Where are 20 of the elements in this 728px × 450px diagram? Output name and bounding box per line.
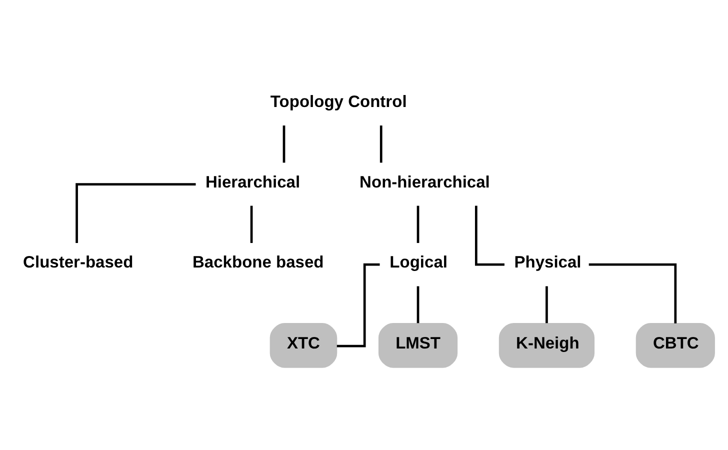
node-text: Non-hierarchical bbox=[360, 172, 490, 192]
node-text: Physical bbox=[514, 252, 582, 272]
connector bbox=[588, 263, 677, 324]
node-text: Hierarchical bbox=[205, 172, 300, 192]
node-text: Cluster-based bbox=[23, 252, 134, 272]
connector bbox=[475, 206, 504, 266]
connector bbox=[250, 206, 253, 243]
connector bbox=[380, 126, 382, 163]
connector bbox=[76, 183, 196, 244]
node-box: LMST bbox=[378, 323, 458, 368]
node-box: CBTC bbox=[636, 323, 715, 368]
connector bbox=[416, 206, 420, 243]
connector bbox=[416, 286, 420, 324]
node-text: Topology Control bbox=[270, 92, 407, 112]
node-text: Logical bbox=[390, 252, 448, 272]
node-box: XTC bbox=[270, 323, 338, 368]
connector bbox=[282, 126, 286, 163]
node-text: Backbone based bbox=[192, 252, 324, 272]
node-box: K-Neigh bbox=[498, 323, 595, 368]
connector bbox=[546, 286, 548, 324]
